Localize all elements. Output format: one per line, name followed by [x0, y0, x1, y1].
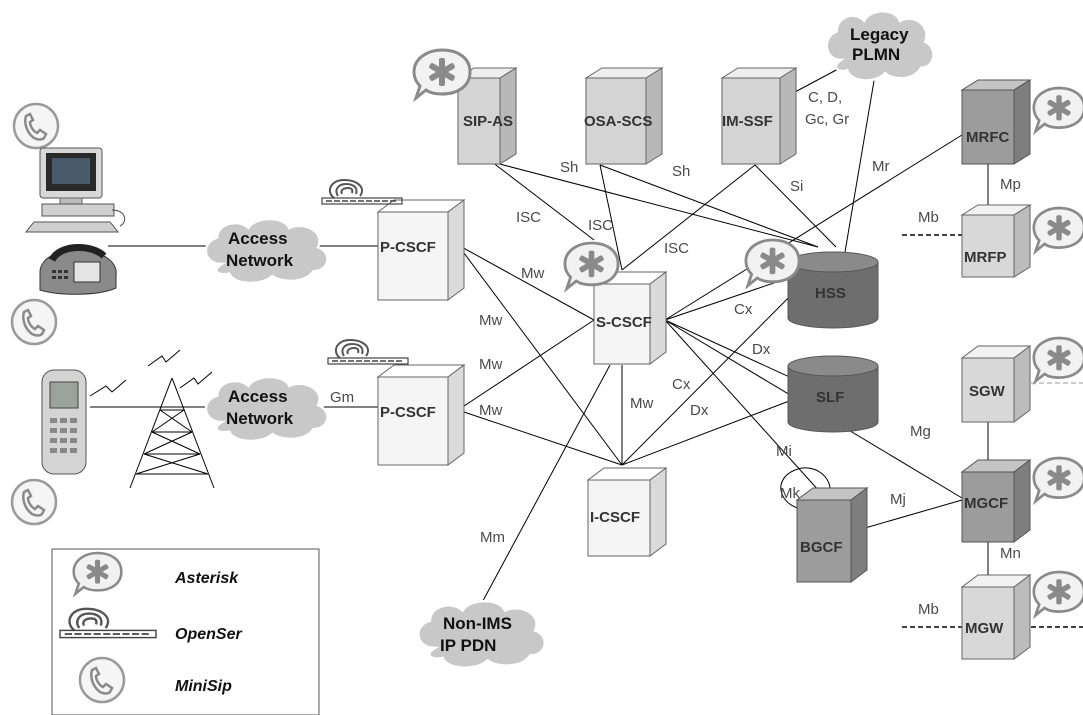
im-ssf-label: IM-SSF — [722, 113, 773, 130]
connection-lines — [90, 67, 989, 611]
hss-node: HSS — [787, 251, 879, 329]
hss-label: HSS — [815, 285, 846, 302]
mgcf-label: MGCF — [964, 495, 1008, 512]
s-cscf-label: S-CSCF — [596, 314, 652, 331]
iface-sh-2: Sh — [672, 163, 690, 180]
legend-minisip-label: MiniSip — [175, 678, 232, 695]
access-network-1-label-2: Network — [226, 251, 294, 270]
sgw-node: SGW — [960, 345, 1032, 423]
bgcf-label: BGCF — [800, 539, 843, 556]
s-cscf-node: S-CSCF — [592, 271, 668, 365]
bgcf-node: BGCF — [795, 487, 869, 583]
asterisk-icon — [1032, 456, 1083, 503]
iface-mj: Mj — [890, 491, 906, 508]
legacy-plmn-label-1: Legacy — [850, 25, 909, 44]
iface-mb-1: Mb — [918, 209, 939, 226]
iface-isc-2: ISC — [588, 217, 613, 234]
mobile-phone-icon — [41, 369, 87, 475]
mgw-label: MGW — [965, 620, 1004, 637]
computer-icon — [24, 147, 126, 233]
minisip-icon — [12, 102, 60, 150]
minisip-icon — [10, 298, 58, 346]
iface-sh-1: Sh — [560, 159, 578, 176]
antenna-tower-icon — [89, 349, 215, 489]
non-ims-cloud: Non-IMS IP PDN — [417, 599, 547, 669]
iface-gm: Gm — [330, 389, 354, 406]
legend: Asterisk OpenSer MiniSip — [51, 548, 320, 715]
mgcf-node: MGCF — [960, 459, 1032, 543]
desk-phone-icon — [39, 243, 117, 295]
p-cscf-label-2: P-CSCF — [380, 404, 436, 421]
legacy-plmn-cloud: Legacy PLMN — [825, 9, 935, 82]
access-network-cloud-2: Access Network — [204, 375, 329, 443]
interface-labels: Sh Sh ISC ISC ISC Si Mr C, D, Gc, Gr Mp … — [330, 89, 1021, 618]
sgw-label: SGW — [969, 383, 1006, 400]
iface-dx-2: Dx — [690, 402, 709, 419]
iface-cd-2: Gc, Gr — [805, 111, 849, 128]
minisip-icon — [10, 478, 58, 526]
iface-mp: Mp — [1000, 176, 1021, 193]
sip-as-label: SIP-AS — [463, 113, 513, 130]
legend-openser-label: OpenSer — [175, 626, 242, 643]
asterisk-icon — [1032, 86, 1083, 133]
openser-icon — [321, 179, 403, 205]
access-network-2-label-1: Access — [228, 387, 288, 406]
mrfc-label: MRFC — [966, 129, 1009, 146]
iface-si: Si — [790, 178, 803, 195]
slf-node: SLF — [787, 355, 879, 433]
iface-mw-4: Mw — [630, 395, 653, 412]
iface-mw-5: Mw — [479, 402, 502, 419]
openser-icon — [327, 339, 409, 365]
iface-mw-1: Mw — [521, 265, 544, 282]
access-network-cloud-1: Access Network — [204, 217, 329, 285]
p-cscf-node-1: P-CSCF — [376, 199, 466, 301]
iface-mm: Mm — [480, 529, 505, 546]
asterisk-icon — [1032, 570, 1083, 617]
iface-mi: Mi — [776, 443, 792, 460]
iface-cx-2: Cx — [672, 376, 691, 393]
asterisk-icon — [1032, 336, 1083, 383]
iface-cx-1: Cx — [734, 301, 753, 318]
mgw-node: MGW — [960, 574, 1032, 660]
legacy-plmn-label-2: PLMN — [852, 45, 900, 64]
legend-asterisk-label: Asterisk — [174, 570, 239, 587]
iface-mg: Mg — [910, 423, 931, 440]
osa-scs-label: OSA-SCS — [584, 113, 652, 130]
mrfc-node: MRFC — [960, 79, 1032, 165]
iface-isc-1: ISC — [516, 209, 541, 226]
iface-isc-3: ISC — [664, 240, 689, 257]
asterisk-icon — [1032, 206, 1083, 253]
i-cscf-label: I-CSCF — [590, 509, 640, 526]
non-ims-label-2: IP PDN — [440, 636, 496, 655]
mrfp-label: MRFP — [964, 249, 1007, 266]
i-cscf-node: I-CSCF — [586, 467, 668, 557]
iface-cd-1: C, D, — [808, 89, 842, 106]
iface-mk: Mk — [780, 485, 800, 502]
iface-dx-1: Dx — [752, 341, 771, 358]
iface-mw-2: Mw — [479, 312, 502, 329]
mrfp-node: MRFP — [960, 204, 1032, 278]
iface-mb-2: Mb — [918, 601, 939, 618]
non-ims-label-1: Non-IMS — [443, 614, 512, 633]
iface-mw-3: Mw — [479, 356, 502, 373]
im-ssf-node: IM-SSF — [720, 67, 798, 165]
access-network-1-label-1: Access — [228, 229, 288, 248]
minisip-icon — [78, 656, 126, 704]
iface-mr: Mr — [872, 158, 890, 175]
access-network-2-label-2: Network — [226, 409, 294, 428]
sip-as-node: SIP-AS — [456, 67, 518, 165]
iface-mn: Mn — [1000, 545, 1021, 562]
osa-scs-node: OSA-SCS — [584, 67, 664, 165]
p-cscf-label-1: P-CSCF — [380, 239, 436, 256]
p-cscf-node-2: P-CSCF — [376, 364, 466, 466]
slf-label: SLF — [816, 389, 844, 406]
